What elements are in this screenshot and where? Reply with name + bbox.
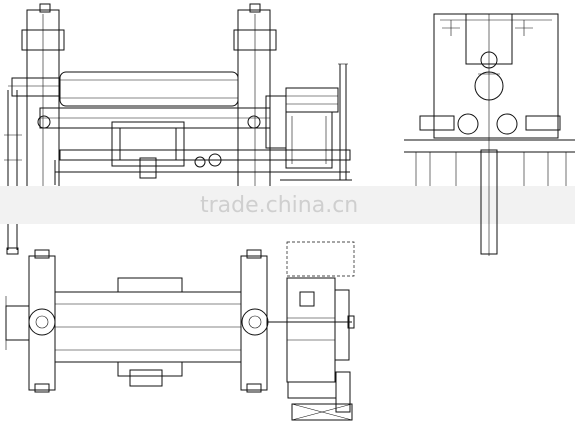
plan-view <box>5 241 355 421</box>
watermark-text: trade.china.cn <box>200 193 358 218</box>
side-elevation-view <box>404 13 575 256</box>
front-elevation-view <box>0 3 575 255</box>
